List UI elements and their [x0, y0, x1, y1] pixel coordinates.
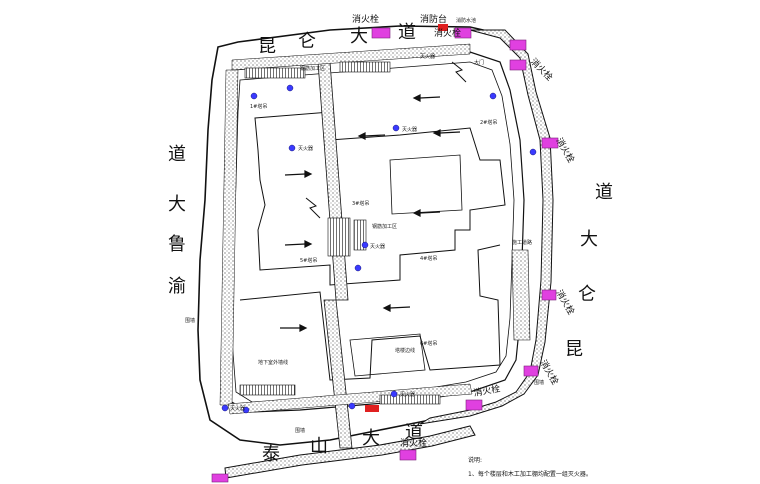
svg-text:大门: 大门: [474, 59, 484, 66]
hydrants: [211, 27, 559, 483]
svg-text:钢筋加工区: 钢筋加工区: [300, 65, 325, 72]
svg-text:道: 道: [595, 182, 613, 203]
svg-text:道: 道: [398, 22, 416, 43]
east-spur-road: [511, 249, 531, 341]
svg-text:泰: 泰: [262, 444, 280, 465]
central-shed: [327, 217, 351, 257]
west-hatched-road: [219, 69, 239, 406]
extinguishers: [221, 84, 537, 414]
svg-text:消火栓: 消火栓: [434, 27, 461, 39]
svg-text:仑: 仑: [298, 31, 316, 52]
svg-text:仑: 仑: [578, 284, 596, 305]
hydrant-box-e3: [523, 365, 539, 377]
svg-text:渝: 渝: [168, 276, 186, 297]
svg-text:围墙: 围墙: [534, 379, 544, 386]
south-access-road: [323, 299, 353, 449]
svg-text:围墙: 围墙: [295, 427, 305, 434]
zigzag-mid: [305, 197, 321, 219]
svg-text:消火栓: 消火栓: [553, 136, 577, 165]
svg-text:昆: 昆: [565, 339, 583, 360]
hydrant-box-e1: [541, 137, 559, 149]
notes: 说明: 1、每个楼层和木工加工棚均配置一组灭火器。: [468, 456, 592, 478]
red-box-south: [365, 405, 379, 412]
svg-text:鲁: 鲁: [168, 234, 186, 255]
svg-text:灭火器: 灭火器: [402, 127, 417, 133]
svg-text:大: 大: [168, 194, 186, 215]
svg-text:消防水池: 消防水池: [456, 17, 476, 24]
svg-text:消火栓: 消火栓: [472, 382, 501, 399]
svg-text:消防台: 消防台: [420, 13, 447, 25]
svg-text:道: 道: [168, 144, 186, 165]
svg-text:昆: 昆: [258, 36, 276, 57]
svg-text:道: 道: [405, 422, 423, 443]
site-boundary: [197, 25, 549, 446]
svg-text:1#塔吊: 1#塔吊: [250, 103, 267, 110]
svg-text:山: 山: [310, 436, 328, 457]
site-road: [223, 51, 525, 413]
zigzag-north: [451, 61, 467, 83]
south-road-band: [224, 425, 476, 479]
svg-text:5#塔吊: 5#塔吊: [300, 257, 317, 264]
svg-text:说明:: 说明:: [468, 456, 482, 464]
hydrant-box-ne1: [509, 39, 527, 51]
svg-text:3#塔吊: 3#塔吊: [352, 200, 369, 207]
south-shed-1: [239, 384, 296, 396]
hydrant-box-s2: [399, 449, 417, 461]
west-road-name: 道 大 鲁 渝: [168, 144, 186, 297]
svg-text:消火栓: 消火栓: [352, 13, 379, 25]
podium-outline: [349, 333, 426, 377]
hydrant-box-ne2: [509, 59, 527, 71]
svg-text:钢筋加工区: 钢筋加工区: [372, 223, 397, 230]
hydrant-box-e2: [541, 289, 557, 301]
extinguisher-labels: 灭火器 灭火器 灭火器 灭火器 灭火器 灭火器: [230, 54, 435, 412]
svg-text:1、每个楼层和木工加工棚均配置一组灭火器。: 1、每个楼层和木工加工棚均配置一组灭火器。: [468, 470, 592, 478]
flow-arrows: [280, 94, 461, 332]
north-south-road: [317, 61, 349, 301]
east-road-name: 道 大 仑 昆: [565, 182, 613, 360]
svg-text:4#塔吊: 4#塔吊: [420, 255, 437, 262]
tower-outline: [254, 111, 506, 286]
svg-text:灭火器: 灭火器: [230, 406, 245, 412]
site-road-inner: [231, 61, 515, 403]
svg-text:塔楼边线: 塔楼边线: [395, 347, 415, 354]
hydrant-box-s1: [465, 399, 483, 411]
hydrant-box-n2: [454, 27, 472, 39]
central-block: [389, 154, 463, 215]
svg-text:灭火器: 灭火器: [420, 54, 435, 60]
east-road-band: [419, 29, 554, 425]
south-shed-2: [379, 394, 441, 405]
basement-outline: [239, 244, 501, 381]
hydrant-box-s3: [211, 473, 229, 483]
svg-text:大: 大: [362, 428, 380, 449]
svg-text:灭火器: 灭火器: [370, 244, 385, 250]
south-hatched-road: [227, 383, 473, 415]
hydrant-box-n1: [371, 27, 391, 39]
svg-text:围墙: 围墙: [185, 317, 195, 324]
north-hatched-road: [231, 43, 471, 71]
svg-text:消火栓: 消火栓: [400, 437, 427, 449]
svg-text:施工道路: 施工道路: [512, 239, 532, 246]
site-labels: 1#塔吊 2#塔吊 3#塔吊 4#塔吊 5#塔吊 6#塔吊 钢筋加工区 钢筋加工…: [185, 17, 544, 434]
svg-text:灭火器: 灭火器: [400, 392, 415, 398]
svg-text:消火栓: 消火栓: [553, 288, 577, 317]
svg-text:2#塔吊: 2#塔吊: [480, 119, 497, 126]
svg-text:灭火器: 灭火器: [298, 146, 313, 152]
svg-text:大: 大: [350, 26, 368, 47]
svg-text:地下室外墙线: 地下室外墙线: [258, 359, 288, 366]
north-road-name: 昆 仑 大 道: [258, 22, 416, 57]
red-box-north: [438, 24, 448, 31]
svg-text:大: 大: [580, 229, 598, 250]
south-road-name: 泰 山 大 道: [262, 422, 423, 465]
north-shed-2: [339, 61, 391, 73]
svg-text:6#塔吊: 6#塔吊: [420, 340, 437, 347]
north-shed-1: [244, 67, 306, 79]
